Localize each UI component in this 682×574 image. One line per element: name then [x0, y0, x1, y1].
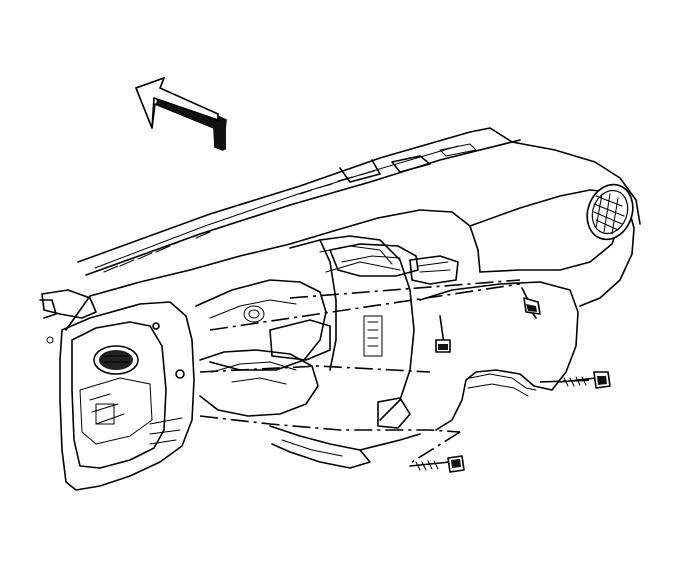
direction-arrow-icon: [135, 77, 227, 151]
bolt-lower-icon: [409, 455, 465, 473]
left-end-panel: [39, 289, 195, 491]
bolt-upper-right-icon: [521, 287, 541, 319]
screw-left-icon: [152, 322, 185, 379]
bolt-right-icon: [559, 371, 611, 389]
fastener-leader-lines: [199, 279, 597, 463]
center-support-bracket: [149, 255, 459, 445]
dash-top-surface: [77, 127, 641, 276]
bolt-center-right-icon: [435, 315, 451, 353]
right-air-vent-icon: [586, 183, 634, 241]
